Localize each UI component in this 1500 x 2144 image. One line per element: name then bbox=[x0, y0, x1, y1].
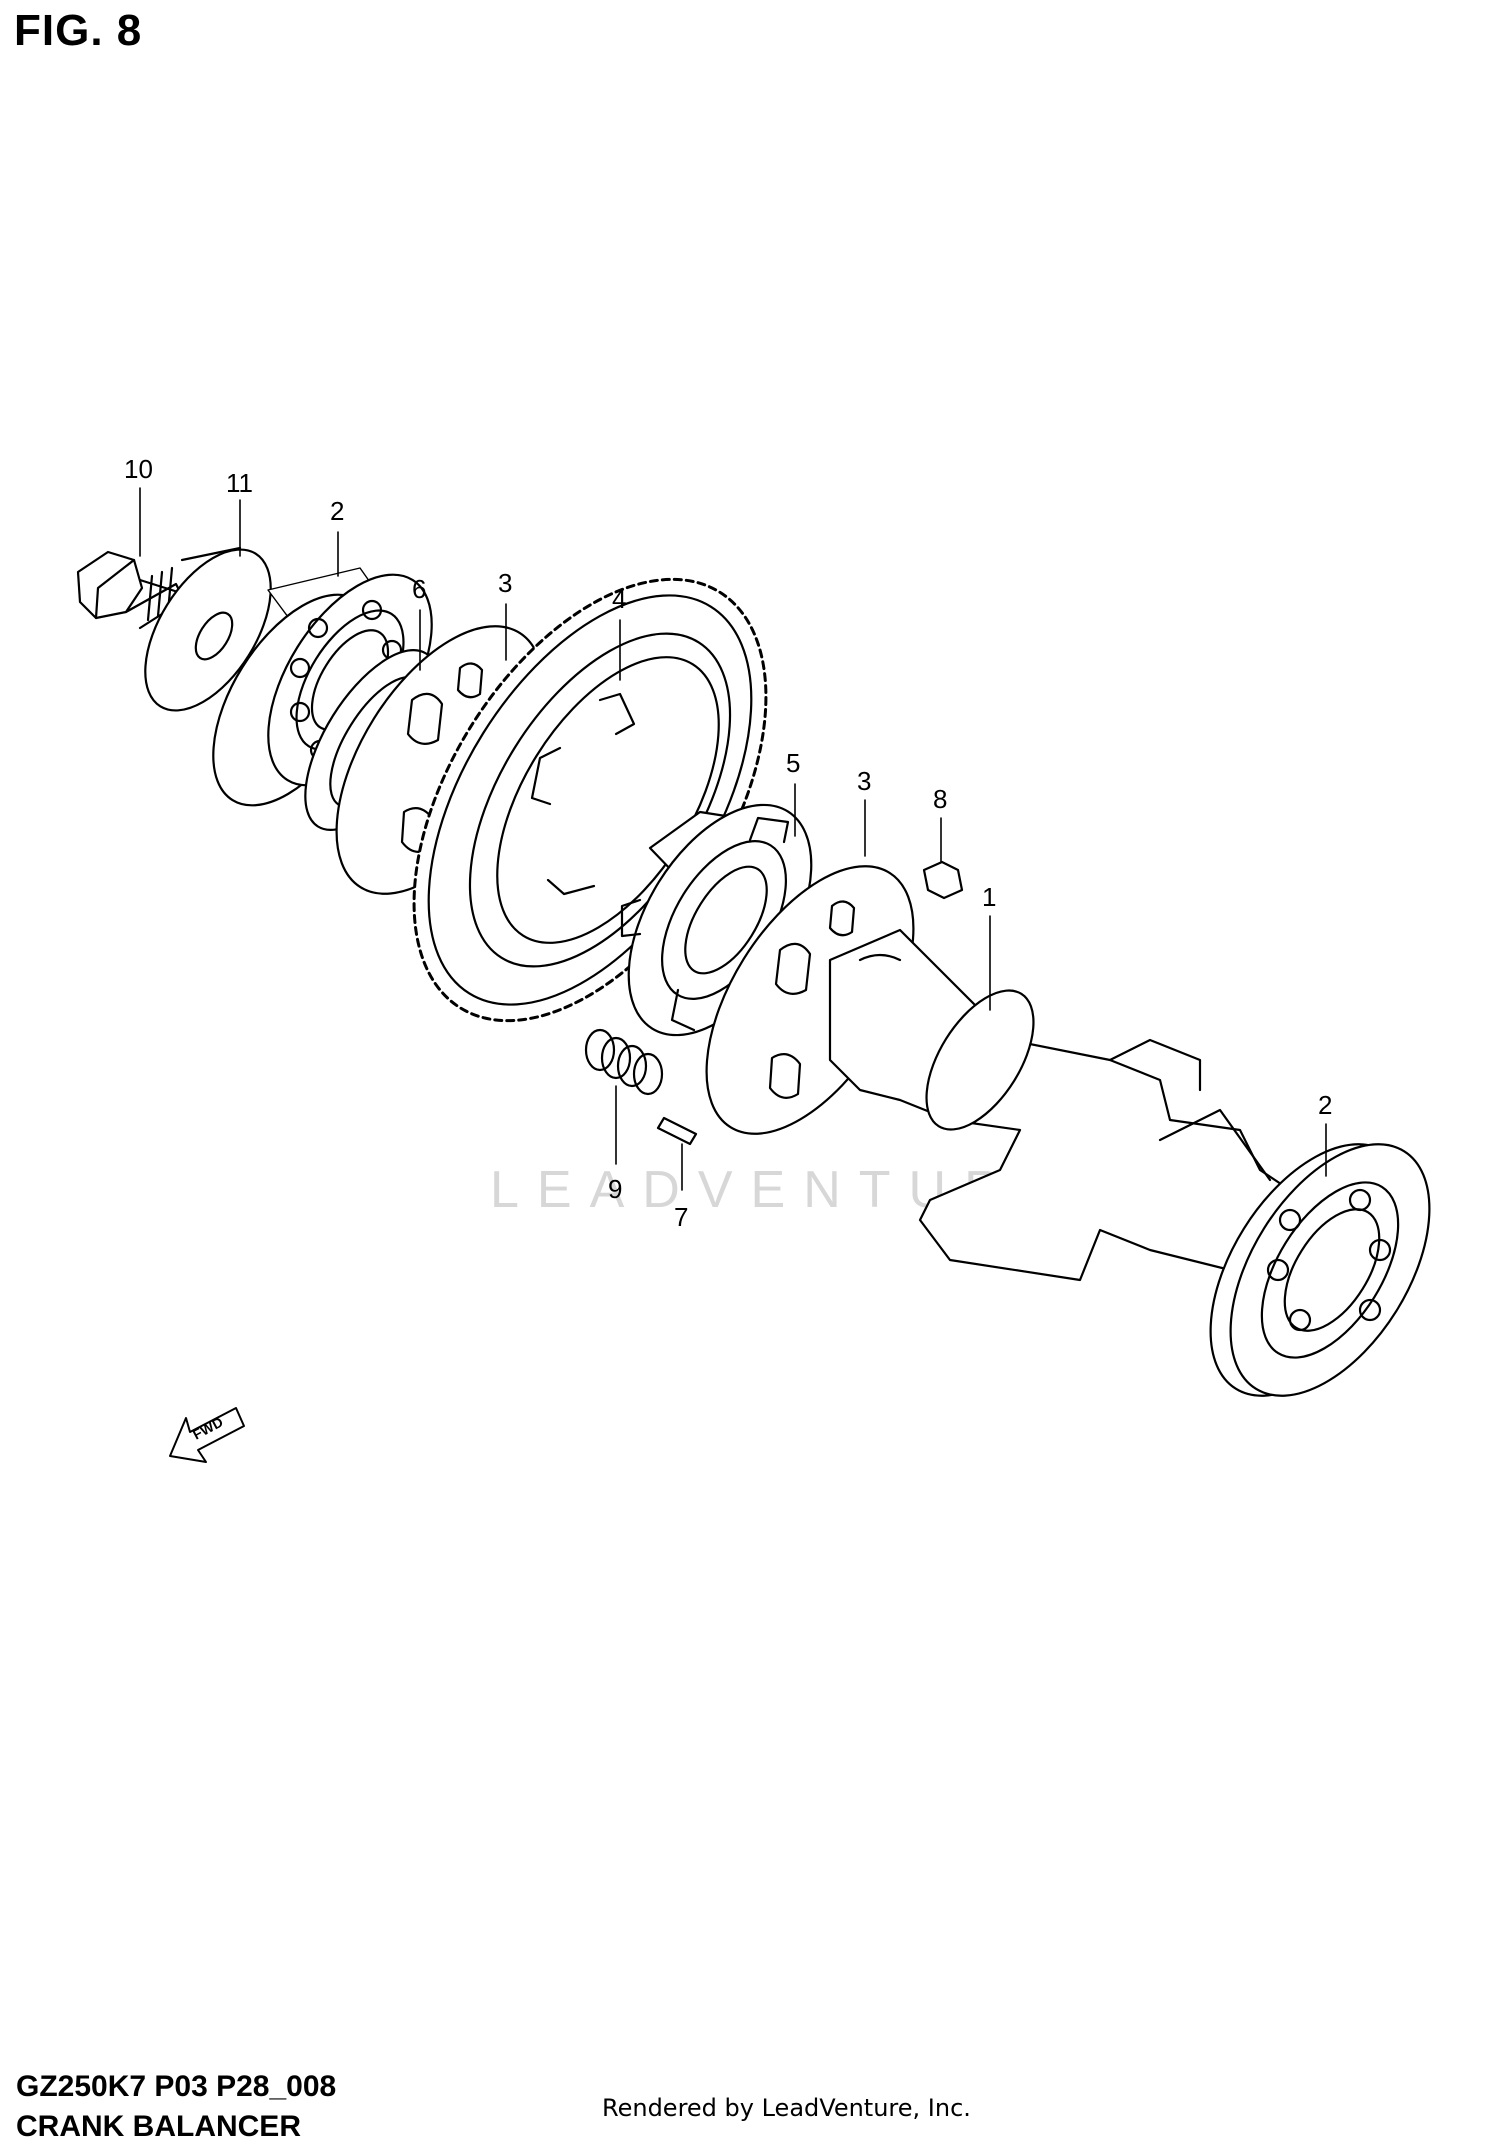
part-7-pin[interactable] bbox=[656, 1116, 698, 1146]
part-2-bearing-right[interactable] bbox=[1170, 1110, 1471, 1430]
fwd-arrow-icon bbox=[169, 1407, 245, 1463]
part-9-spring[interactable] bbox=[584, 1028, 664, 1096]
callout-2-top: 2 bbox=[330, 496, 344, 526]
diagram-name: CRANK BALANCER bbox=[16, 2110, 301, 2143]
callout-6: 6 bbox=[412, 574, 426, 604]
callout-1: 1 bbox=[982, 882, 996, 912]
leader-lines bbox=[139, 487, 1327, 1191]
figure-title: FIG. 8 bbox=[14, 6, 143, 55]
part-2-bearing-left[interactable] bbox=[180, 547, 465, 833]
part-1-balancer-shaft[interactable] bbox=[828, 928, 1292, 1282]
callout-8: 8 bbox=[933, 784, 947, 814]
part-5-hub[interactable] bbox=[591, 773, 849, 1066]
callout-3-mid: 3 bbox=[857, 766, 871, 796]
callout-9: 9 bbox=[608, 1174, 622, 1204]
callout-5: 5 bbox=[786, 748, 800, 778]
callout-3-top: 3 bbox=[498, 568, 512, 598]
callout-4: 4 bbox=[612, 584, 626, 614]
part-11-washer[interactable] bbox=[120, 528, 297, 732]
callout-2-right: 2 bbox=[1318, 1090, 1332, 1120]
model-code: GZ250K7 P03 P28_008 bbox=[16, 2070, 337, 2103]
callout-10: 10 bbox=[124, 454, 153, 484]
rendered-by-credit: Rendered by LeadVenture, Inc. bbox=[602, 2094, 971, 2122]
part-8-key[interactable] bbox=[922, 860, 964, 900]
callout-7: 7 bbox=[674, 1202, 688, 1232]
callout-11: 11 bbox=[226, 468, 253, 498]
